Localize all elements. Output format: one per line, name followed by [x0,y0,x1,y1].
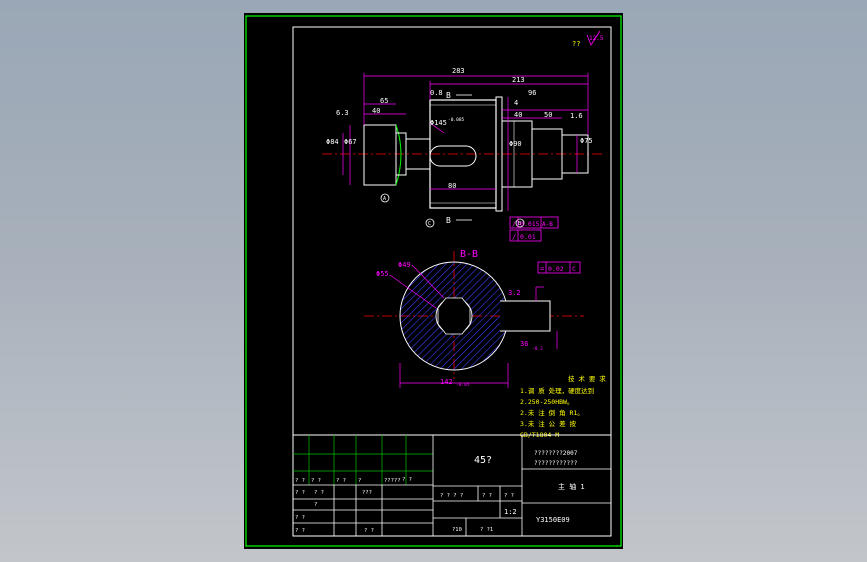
svg-text:? ?: ? ? [295,515,305,521]
cad-drawing: ?? 12.5 [245,15,622,547]
svg-text:?: ? [358,478,361,484]
svg-text:?????: ????? [384,478,401,484]
datum-c: C [428,221,431,227]
dim-4: 4 [514,99,518,107]
dim-40-left: 40 [372,107,380,115]
notes-line-3: 2.未 注 倒 角 R1。 [520,408,584,417]
cut-label-top: B [446,91,451,100]
section-cut-markers: B B [446,91,472,225]
tolerance-box-1: / 0.015 A-B [509,216,559,229]
corner-mark: ?? [572,40,580,48]
svg-text:? ?: ? ? [364,528,374,534]
svg-text:=: = [540,265,544,273]
company-line-1: ????????2007 [534,450,578,457]
title-block: ? ? ? ? ? ? ? ????? ? ? ? ? ??? ? ? ? ? … [292,434,612,537]
svg-text:? ? ? ?: ? ? ? ? [440,493,463,499]
dim-3-2: 3.2 [508,289,521,297]
svg-text:? ?: ? ? [336,478,346,484]
svg-text:0.01: 0.01 [520,233,536,241]
dim-phi-67: Φ67 [344,138,357,146]
dim-6-3: 6.3 [336,109,349,117]
dim-tol-145: -0.085 [448,117,465,123]
dim-phi-75: Φ75 [580,137,593,145]
dim-96: 96 [528,89,536,97]
datum-markers [380,193,525,228]
svg-text:? ?: ? ? [504,493,514,499]
svg-text:? ?: ? ? [482,493,492,499]
dim-tol-142: -0.05 [456,382,470,388]
dim-phi-90: Φ90 [509,140,522,148]
drawing-number: Y3150E09 [536,516,570,524]
dimension-texts: 283 213 65 40 0.8 4 96 40 50 1.6 6.3 Φ84… [326,67,593,190]
svg-text:? ?: ? ? [314,490,324,496]
material-label: 45? [474,455,492,466]
roughness-symbol: 12.5 [586,30,604,46]
dim-0-8: 0.8 [430,89,443,97]
datum-a: A [383,196,386,202]
svg-text:???: ??? [362,490,372,496]
svg-text:?10: ?10 [452,527,462,533]
svg-text:? ?: ? ? [295,528,305,534]
notes-title: 技 术 要 求 [568,374,606,383]
svg-text:/: / [512,220,516,228]
dim-65: 65 [380,97,388,105]
dim-1-6: 1.6 [570,112,583,120]
svg-text:0.015: 0.015 [520,220,540,228]
svg-text:? ?: ? ? [295,490,305,496]
dim-overall-length: 283 [452,67,465,75]
dimension-lines [342,73,589,211]
dim-36: 36 [520,340,528,348]
scale-value: 1:2 [504,508,517,516]
svg-text:? ?1: ? ?1 [480,527,493,533]
section-view [364,251,584,379]
datum-b: B [518,221,521,227]
svg-text:? ?: ? ? [295,478,305,484]
drawing-canvas: ?? 12.5 [244,13,623,549]
svg-text:? ?: ? ? [311,478,321,484]
svg-text:A-B: A-B [542,221,553,228]
section-label: B-B [460,249,478,260]
company-line-2: ???????????? [534,460,578,467]
dim-tol-36: -0.2 [532,346,543,352]
notes-line-2: 2.250-250HBW。 [520,398,573,406]
notes-line-1: 1.调 质 处理，硬度达到 [520,386,594,395]
tolerance-box-3: = 0.02 C [537,261,581,274]
dim-213: 213 [512,76,525,84]
tolerance-box-2: / 0.01 [509,229,542,242]
section-dimensions [389,264,558,388]
dim-phi-49: Φ49 [398,261,411,269]
dim-40-right: 40 [514,111,522,119]
dim-142: 142 [440,378,453,386]
dim-phi-55: Φ55 [376,270,389,278]
dim-phi-145: Φ145 [430,119,447,127]
part-name: 主 轴 1 [558,482,585,491]
notes-line-4: 3.未 注 公 差 按 [520,419,576,428]
svg-text:? ?: ? ? [402,477,412,483]
dim-80: 80 [448,182,456,190]
svg-text:C: C [572,265,576,273]
dim-50: 50 [544,111,552,119]
cut-label-bottom: B [446,216,451,225]
technical-notes: 技 术 要 求 1.调 质 处理，硬度达到 2.250-250HBW。 2.未 … [520,374,606,439]
svg-text:/: / [512,233,516,241]
svg-text:?: ? [314,502,317,508]
svg-text:12.5: 12.5 [589,35,604,42]
shaft-front-view [322,96,604,212]
outer-border [245,15,622,547]
svg-text:0.02: 0.02 [548,265,564,273]
dim-phi-84: Φ84 [326,138,339,146]
